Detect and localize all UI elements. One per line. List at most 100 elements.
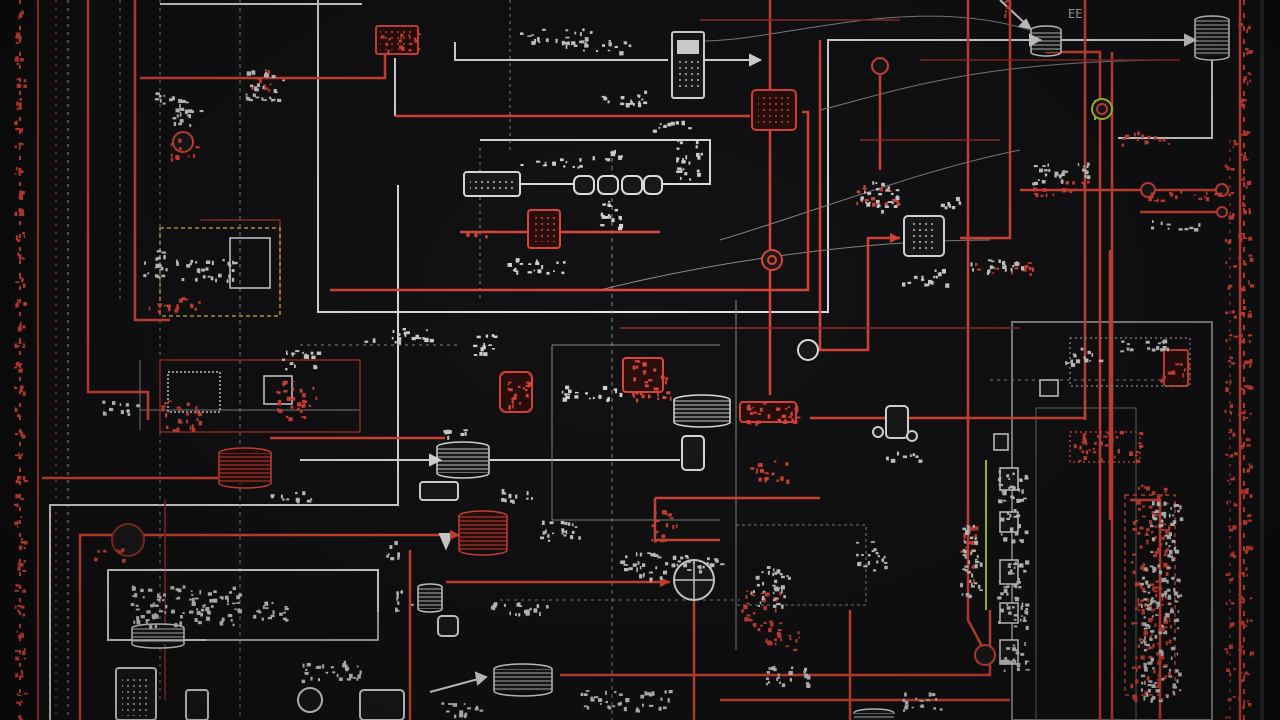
glyph-mark [406,331,410,335]
glyph-mark [866,203,871,207]
glyph-mark [858,561,862,565]
glyph-mark [1148,680,1153,683]
glyph-mark [18,142,22,146]
glyph-mark [1231,362,1236,365]
glyph-mark [1025,603,1030,607]
glyph-mark [19,415,22,418]
glyph-mark [1242,389,1246,394]
glyph-mark [459,710,464,715]
glyph-mark [1172,692,1175,695]
glyph-mark [1163,619,1168,624]
glyph-mark [589,31,593,34]
glyph-mark [1238,572,1243,575]
glyph-mark [1152,667,1155,670]
glyph-mark [364,340,369,343]
glyph-mark [637,102,642,108]
glyph-mark [1233,335,1239,338]
glyph-mark [904,706,909,710]
glyph-mark [592,396,595,400]
glyph-mark [1154,525,1157,528]
glyph-mark [864,199,869,202]
glyph-mark [1007,563,1012,566]
glyph-mark [372,338,376,343]
glyph-mark [568,522,571,526]
glyph-mark [561,271,565,275]
glyph-mark [285,415,289,418]
glyph-mark [695,145,698,149]
glyph-mark [764,472,769,475]
glyph-mark [400,35,402,40]
glyph-mark [316,665,322,669]
glyph-mark [330,666,334,669]
glyph-mark [896,203,901,205]
glyph-mark [571,41,576,45]
glyph-mark [1018,578,1020,581]
glyph-mark [1006,592,1009,596]
glyph-mark [397,601,400,605]
glyph-mark [488,230,491,233]
glyph-mark [643,370,646,375]
glyph-mark [1248,208,1251,212]
glyph-mark [20,670,23,674]
glyph-mark [1003,660,1007,665]
glyph-mark [1167,603,1172,605]
glyph-mark [774,608,777,613]
glyph-mark [1020,605,1023,610]
glyph-mark [1168,668,1172,672]
glyph-mark [780,585,785,590]
glyph-mark [1014,267,1019,270]
red-wiring [42,0,1242,720]
glyph-mark [102,400,106,404]
glyph-mark [562,397,568,402]
glyph-mark [1148,688,1151,693]
glyph-mark [659,539,665,543]
glyph-mark [902,282,906,287]
glyph-mark [178,138,182,143]
glyph-mark [1140,641,1144,644]
glyph-mark [1245,185,1248,189]
glyph-mark [1179,505,1182,510]
glyph-mark [605,216,609,219]
glyph-mark [1175,669,1179,673]
glyph-mark [1134,698,1138,703]
glyph-mark [22,476,26,480]
glyph-mark [1085,450,1089,455]
glyph-mark [1148,624,1151,629]
glyph-mark [525,612,530,616]
glyph-mark [508,405,511,410]
glyph-mark [1073,444,1077,449]
glyph-mark [1238,696,1241,701]
glyph-mark [17,475,22,480]
glyph-mark [19,190,22,195]
glyph-mark [676,160,679,163]
glyph-mark [762,581,764,586]
glyph-mark [759,407,763,412]
glyph-mark [524,609,528,614]
glyph-mark [622,560,626,564]
glyph-mark [1225,381,1229,384]
glyph-mark [166,425,169,430]
glyph-mark [964,555,967,559]
glyph-mark [22,613,26,617]
glyph-mark [265,607,269,610]
glyph-mark [1187,363,1191,368]
glyph-mark [164,304,168,307]
glyph-mark [1247,468,1251,472]
glyph-mark [491,605,494,610]
glyph-mark [17,584,20,587]
glyph-mark [227,614,233,618]
glyph-mark [1144,485,1147,489]
glyph-mark [962,568,966,571]
glyph-mark [646,692,652,696]
glyph-mark [310,676,313,681]
glyph-mark [1170,625,1173,629]
glyph-mark [746,614,751,617]
glyph-mark [903,709,906,712]
glyph-mark [1168,532,1172,537]
glyph-mark [655,566,658,570]
glyph-mark [173,121,177,126]
glyph-mark [1150,697,1154,701]
glyph-mark [648,395,651,398]
glyph-mark [527,35,532,37]
glyph-mark [1025,608,1029,611]
